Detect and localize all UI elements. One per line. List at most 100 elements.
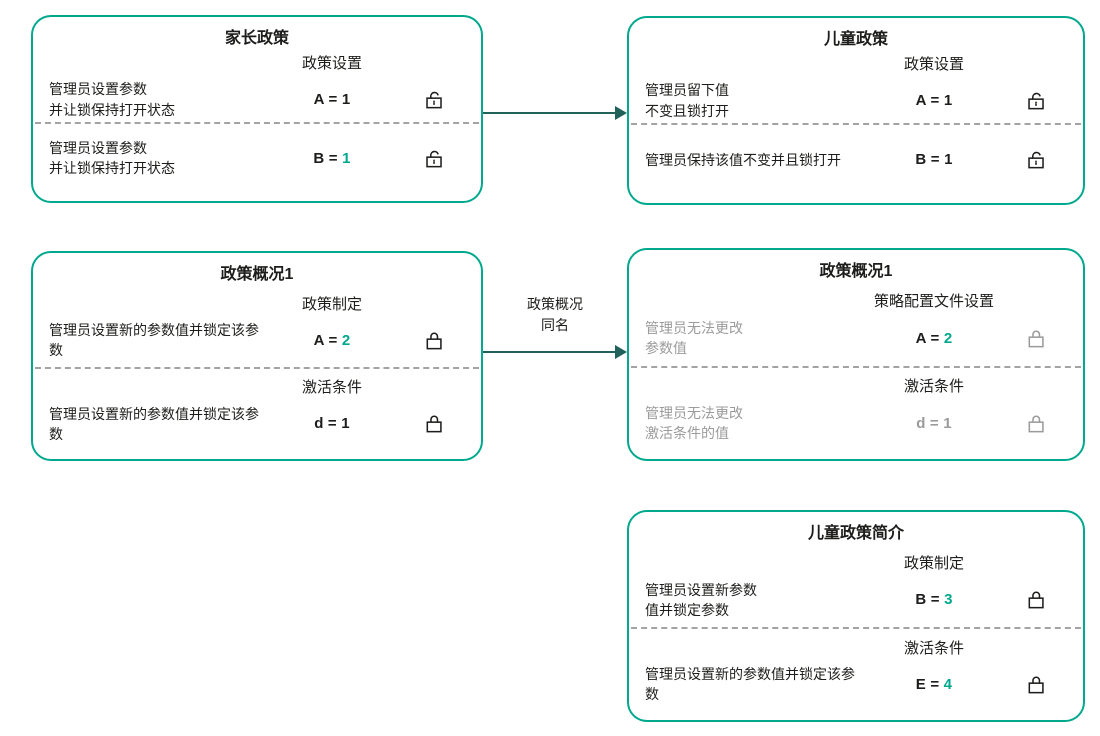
policy-row: 管理员设置新的参数值并锁定该参 数 E = 4 bbox=[629, 664, 1083, 705]
row-description: 管理员无法更改 参数值 bbox=[645, 319, 743, 357]
section-header-row: 策略配置文件设置 bbox=[629, 292, 1083, 312]
arrow-label: 政策概况 同名 bbox=[527, 296, 583, 333]
dashed-divider bbox=[631, 627, 1081, 630]
lock-closed-icon bbox=[1005, 673, 1067, 696]
policy-section: 政策制定 管理员设置新参数 值并锁定参数 B = 3 bbox=[629, 545, 1083, 628]
policy-section: 管理员保持该值不变并且锁打开 B = 1 bbox=[629, 125, 1083, 195]
param-name: d = bbox=[916, 414, 944, 432]
policy-section: 策略配置文件设置 管理员无法更改 参数值 A = 2 bbox=[629, 283, 1083, 366]
param-number: 2 bbox=[341, 331, 351, 349]
param-value: A = 2 bbox=[869, 330, 999, 347]
arrow-shaft bbox=[483, 350, 616, 354]
row-description: 管理员设置新的参数值并锁定该参数 bbox=[49, 322, 259, 359]
param-number: 1 bbox=[341, 415, 350, 433]
param-name: A = bbox=[915, 92, 944, 110]
param-name: d = bbox=[314, 415, 342, 433]
param-name: E = bbox=[915, 675, 944, 693]
section-header: 政策设置 bbox=[903, 55, 964, 73]
row-description: 管理员设置参数 并让锁保持打开状态 bbox=[49, 140, 175, 177]
policy-section: 激活条件 管理员设置新的参数值并锁定该参数 d = 1 bbox=[33, 369, 481, 451]
row-description: 管理员设置新的参数值并锁定该参数 bbox=[49, 405, 259, 442]
param-value: B = 3 bbox=[869, 591, 999, 608]
param-name: A = bbox=[313, 331, 342, 349]
param-value: d = 1 bbox=[869, 415, 999, 432]
section-header-row: 激活条件 bbox=[33, 378, 481, 398]
section-header: 激活条件 bbox=[903, 378, 964, 396]
param-name: A = bbox=[313, 91, 342, 109]
param-value: A = 2 bbox=[267, 332, 397, 349]
lock-open-icon bbox=[403, 147, 465, 170]
policy-section: 政策制定 管理员设置新的参数值并锁定该参数 A = 2 bbox=[33, 286, 481, 368]
policy-section: 激活条件 管理员设置新的参数值并锁定该参 数 E = 4 bbox=[629, 629, 1083, 712]
param-value: B = 1 bbox=[869, 151, 999, 168]
arrow-head bbox=[615, 106, 627, 120]
param-value: d = 1 bbox=[267, 415, 397, 432]
row-description: 管理员保持该值不变并且锁打开 bbox=[645, 151, 841, 168]
box-title: 儿童政策 bbox=[823, 31, 888, 48]
param-number: 1 bbox=[944, 151, 953, 169]
policy-row: 管理员设置参数 并让锁保持打开状态 A = 1 bbox=[33, 79, 481, 120]
section-header-row: 政策设置 bbox=[33, 54, 481, 74]
param-number: 4 bbox=[943, 675, 953, 693]
section-header-row: 激活条件 bbox=[629, 377, 1083, 397]
param-name: B = bbox=[915, 591, 945, 609]
policy-section: 管理员设置参数 并让锁保持打开状态 B = 1 bbox=[33, 124, 481, 193]
param-value: A = 1 bbox=[267, 91, 397, 108]
section-header: 激活条件 bbox=[903, 639, 964, 657]
param-name: B = bbox=[915, 151, 945, 169]
param-number: 1 bbox=[342, 149, 351, 167]
row-description: 管理员设置新参数 值并锁定参数 bbox=[645, 581, 757, 618]
policy-row: 管理员留下值 不变且锁打开 A = 1 bbox=[629, 80, 1083, 121]
row-description: 管理员设置新的参数值并锁定该参 数 bbox=[645, 666, 855, 703]
section-header-row: 政策制定 bbox=[629, 554, 1083, 574]
policy-section: 政策设置 管理员设置参数 并让锁保持打开状态 A = 1 bbox=[33, 50, 481, 122]
policy-profile-child-box: 政策概况1 策略配置文件设置 管理员无法更改 参数值 A = 2 激活条件 bbox=[627, 248, 1085, 461]
section-header-row: 激活条件 bbox=[629, 639, 1083, 659]
lock-closed-icon bbox=[1005, 588, 1067, 611]
section-header: 政策设置 bbox=[301, 54, 362, 72]
row-description: 管理员无法更改 激活条件的值 bbox=[645, 404, 743, 442]
child-policy-box: 儿童政策 政策设置 管理员留下值 不变且锁打开 A = 1 bbox=[627, 16, 1085, 205]
arrow-shaft bbox=[483, 111, 616, 115]
box-title: 家长政策 bbox=[224, 30, 289, 47]
arrow-head bbox=[615, 345, 627, 359]
section-header-row: 政策制定 bbox=[33, 295, 481, 315]
section-header: 政策制定 bbox=[903, 555, 964, 573]
policy-row: 管理员保持该值不变并且锁打开 B = 1 bbox=[629, 148, 1083, 171]
param-number: 2 bbox=[943, 329, 953, 347]
dashed-divider bbox=[631, 365, 1081, 368]
lock-closed-icon bbox=[1005, 327, 1067, 350]
dashed-divider bbox=[631, 122, 1081, 125]
policy-row: 管理员设置新的参数值并锁定该参数 d = 1 bbox=[33, 404, 481, 445]
dashed-divider bbox=[35, 121, 479, 124]
param-value: B = 1 bbox=[267, 150, 397, 167]
param-value: A = 1 bbox=[869, 92, 999, 109]
policy-row: 管理员设置新的参数值并锁定该参数 A = 2 bbox=[33, 320, 481, 361]
box-title: 政策概况1 bbox=[220, 266, 294, 283]
box-title: 儿童政策简介 bbox=[807, 525, 904, 542]
row-description: 管理员留下值 不变且锁打开 bbox=[645, 82, 729, 119]
section-header: 策略配置文件设置 bbox=[873, 293, 994, 311]
lock-closed-icon bbox=[403, 329, 465, 352]
child-policy-profile-box: 儿童政策简介 政策制定 管理员设置新参数 值并锁定参数 B = 3 激活条件 bbox=[627, 510, 1085, 722]
policy-row: 管理员无法更改 激活条件的值 d = 1 bbox=[629, 403, 1083, 444]
param-name: B = bbox=[313, 149, 343, 167]
section-header: 激活条件 bbox=[301, 379, 362, 397]
policy-section: 激活条件 管理员无法更改 激活条件的值 d = 1 bbox=[629, 368, 1083, 451]
row-description: 管理员设置参数 并让锁保持打开状态 bbox=[49, 81, 175, 118]
box-title: 政策概况1 bbox=[819, 263, 893, 280]
policy-row: 管理员设置参数 并让锁保持打开状态 B = 1 bbox=[33, 138, 481, 179]
dashed-divider bbox=[35, 367, 479, 370]
policy-section: 政策设置 管理员留下值 不变且锁打开 A = 1 bbox=[629, 51, 1083, 123]
param-value: E = 4 bbox=[869, 676, 999, 693]
param-number: 3 bbox=[944, 591, 953, 609]
param-number: 1 bbox=[943, 92, 953, 110]
lock-open-icon bbox=[403, 88, 465, 111]
lock-open-icon bbox=[1005, 148, 1067, 171]
parent-policy-box: 家长政策 政策设置 管理员设置参数 并让锁保持打开状态 A = 1 bbox=[31, 15, 483, 203]
policy-row: 管理员设置新参数 值并锁定参数 B = 3 bbox=[629, 580, 1083, 621]
policy-profile-parent-box: 政策概况1 政策制定 管理员设置新的参数值并锁定该参数 A = 2 激活条件 bbox=[31, 251, 483, 461]
lock-closed-icon bbox=[403, 412, 465, 435]
lock-open-icon bbox=[1005, 89, 1067, 112]
